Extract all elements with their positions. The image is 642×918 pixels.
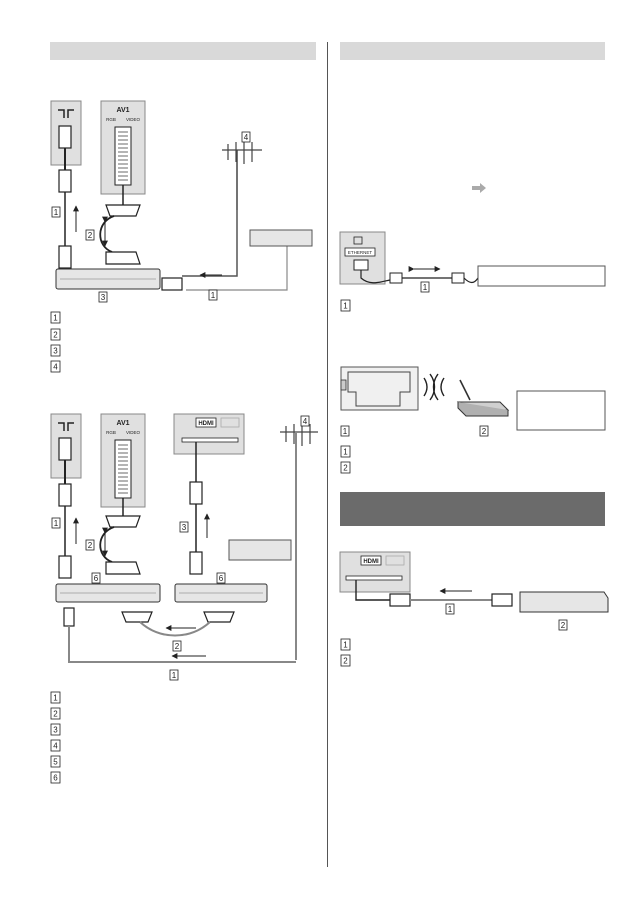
callout-1: 1 (343, 427, 348, 436)
aerial-icon (58, 109, 74, 118)
scart-sub-left-2: RGB (106, 430, 116, 435)
column-divider (327, 42, 328, 867)
lan-port-label: ETHERNET (348, 250, 373, 255)
callout-6b: 6 (219, 574, 224, 583)
legend-1: 1 (53, 314, 58, 323)
legend-3: 3 (53, 347, 58, 356)
aerial-antenna-icon-2 (280, 422, 318, 446)
network-icon (353, 236, 363, 245)
callout-6: 6 (94, 574, 99, 583)
callout-2: 2 (88, 231, 93, 240)
diagram-2: AV1 RGB VIDEO HDMI (50, 413, 318, 784)
left-section-header (50, 42, 316, 60)
callout-4: 4 (303, 417, 308, 426)
hdmi-source-device (519, 591, 609, 613)
callout-1b: 1 (172, 671, 177, 680)
callout-3: 3 (182, 523, 187, 532)
legend-6: 6 (53, 774, 58, 783)
callout-2: 2 (561, 621, 566, 630)
network-diagram: ETHERNET 1 1 (339, 183, 606, 312)
callout-3: 3 (101, 293, 106, 302)
scart-port-label-2: AV1 (116, 420, 129, 427)
internet-box (516, 390, 606, 431)
legend-2: 2 (343, 464, 348, 473)
diagram-1-legend: 1 2 3 4 (50, 311, 61, 373)
diagram-1-callouts: 1 2 3 4 1 (51, 131, 251, 303)
scart-sub-right: VIDEO (126, 117, 141, 122)
right-section-header (340, 42, 605, 60)
callout-2b: 2 (175, 642, 180, 651)
callout-1: 1 (423, 283, 428, 292)
legend-5: 5 (53, 758, 58, 767)
legend-1: 1 (343, 641, 348, 650)
legend-2: 2 (343, 657, 348, 666)
legend-4: 4 (53, 363, 58, 372)
source-label-box-2 (228, 539, 292, 561)
diagram-2-callouts: 1 2 3 4 6 6 2 1 (51, 415, 310, 681)
callout-1: 1 (54, 208, 59, 217)
wireless-diagram: 1 2 1 2 (340, 366, 606, 474)
diagram-1: AV1 RGB VIDEO (50, 100, 313, 373)
diagram-2-legend: 1 2 3 4 5 6 (50, 691, 61, 784)
scart-sub-right-2: VIDEO (126, 430, 141, 435)
hdmi-port-label: HDMI (198, 421, 214, 427)
legend-2: 2 (53, 710, 58, 719)
callout-2: 2 (88, 541, 93, 550)
hdmi-port-label-2: HDMI (363, 559, 379, 565)
legend-1: 1 (53, 694, 58, 703)
legend-2: 2 (53, 331, 58, 340)
callout-1: 1 (448, 605, 453, 614)
tv-back-panel (340, 366, 419, 411)
aerial-icon (58, 422, 74, 431)
legend-3: 3 (53, 726, 58, 735)
callout-1: 1 (54, 519, 59, 528)
network-device-box (477, 265, 606, 287)
source-label-box (249, 229, 313, 247)
hdmi-device-diagram: HDMI 1 2 1 2 (339, 551, 609, 667)
aerial-antenna-icon (222, 140, 262, 164)
legend-1: 1 (343, 302, 348, 311)
lan-port-panel (339, 231, 386, 285)
scart-sub-left: RGB (106, 117, 116, 122)
legend-1: 1 (343, 448, 348, 457)
arrow-reference-icon (472, 183, 486, 193)
scart-port-label: AV1 (116, 107, 129, 114)
wifi-signal-icon (423, 373, 436, 401)
callout-1b: 1 (211, 291, 216, 300)
callout-4: 4 (244, 133, 249, 142)
callout-2: 2 (482, 427, 487, 436)
hdmi-section-header (340, 492, 605, 526)
legend-4: 4 (53, 742, 58, 751)
